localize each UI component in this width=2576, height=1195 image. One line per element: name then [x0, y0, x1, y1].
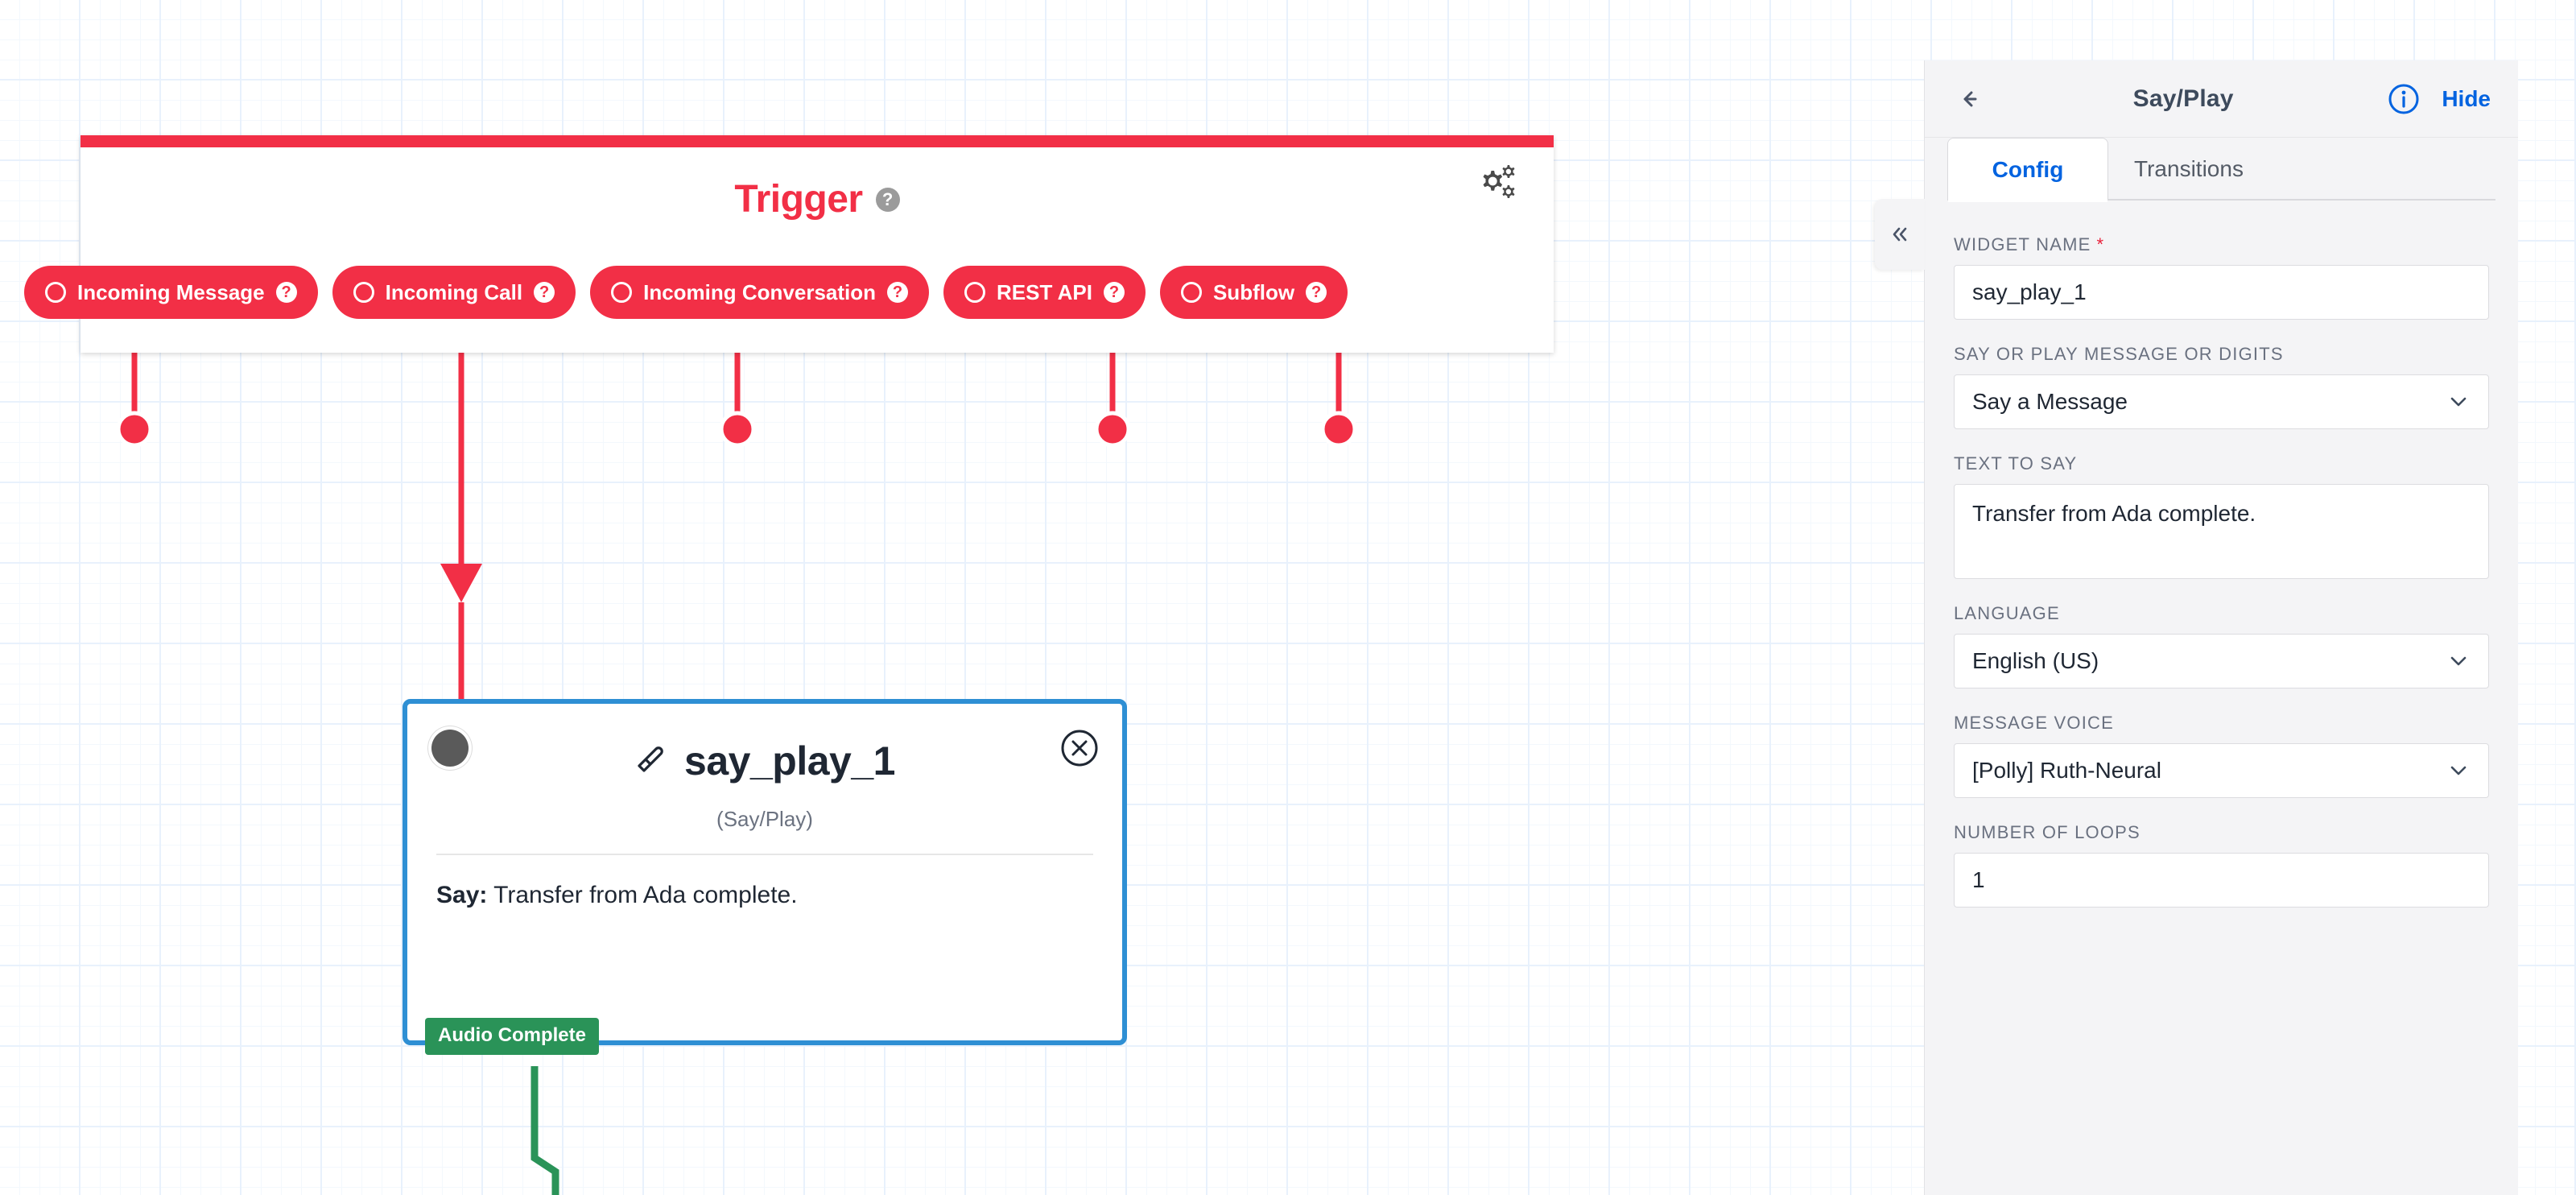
required-indicator: * — [2096, 234, 2105, 254]
node-body-text: Transfer from Ada complete. — [493, 882, 798, 908]
select-value: Say a Message — [1972, 389, 2128, 414]
trigger-chips: Incoming Message ? Incoming Call ? Incom… — [24, 266, 1348, 319]
field-widget-name: WIDGET NAME * say_play_1 — [1954, 234, 2489, 320]
select-value: English (US) — [1972, 648, 2099, 673]
trigger-title-row: Trigger ? — [80, 177, 1554, 221]
help-circle-icon[interactable]: ? — [534, 282, 555, 303]
node-body: Say: Transfer from Ada complete. — [436, 879, 1093, 912]
panel-collapse-button[interactable] — [1875, 199, 1925, 270]
widget-config-panel: Say/Play Hide Config Transitions WIDGET … — [1875, 60, 2518, 1195]
widget-name-input[interactable]: say_play_1 — [1954, 265, 2489, 320]
connector-endpoint-dot — [719, 411, 756, 448]
chip-label: Incoming Call — [385, 279, 523, 304]
field-label: LANGUAGE — [1954, 603, 2060, 623]
field-label: NUMBER OF LOOPS — [1954, 822, 2140, 842]
chevron-down-icon — [2446, 390, 2471, 414]
trigger-chip-incoming-conversation[interactable]: Incoming Conversation ? — [590, 266, 930, 319]
tab-transitions[interactable]: Transitions — [2134, 156, 2244, 181]
node-title: say_play_1 — [684, 738, 895, 784]
trigger-accent-bar — [80, 135, 1554, 147]
help-circle-icon[interactable]: ? — [887, 282, 909, 303]
node-type-label: (Say/Play) — [716, 807, 813, 831]
number-of-loops-input[interactable]: 1 — [1954, 853, 2489, 908]
trigger-chip-rest-api[interactable]: REST API ? — [943, 266, 1146, 319]
info-circle-icon[interactable] — [2387, 82, 2421, 116]
config-form: WIDGET NAME * say_play_1 SAY OR PLAY MES… — [1925, 201, 2518, 908]
field-say-or-play: SAY OR PLAY MESSAGE OR DIGITS Say a Mess… — [1954, 344, 2489, 429]
cogs-icon[interactable] — [1473, 161, 1518, 206]
hide-panel-button[interactable]: Hide — [2442, 85, 2491, 111]
chevron-down-icon — [2446, 649, 2471, 673]
label-text: WIDGET NAME — [1954, 234, 2091, 254]
connector-endpoint-dot — [1320, 411, 1357, 448]
say-or-play-select[interactable]: Say a Message — [1954, 374, 2489, 429]
connector-arrowhead — [440, 564, 482, 602]
trigger-chip-incoming-message[interactable]: Incoming Message ? — [24, 266, 318, 319]
connector-endpoint-dot — [116, 411, 153, 448]
field-text-to-say: TEXT TO SAY Transfer from Ada complete. — [1954, 453, 2489, 579]
double-chevron-left-icon — [1893, 227, 1907, 242]
message-voice-select[interactable]: [Polly] Ruth-Neural — [1954, 743, 2489, 798]
help-circle-icon[interactable]: ? — [875, 187, 900, 212]
chip-label: Incoming Message — [77, 279, 265, 304]
close-circle-icon[interactable] — [1059, 728, 1100, 768]
page-title: Trigger — [734, 178, 863, 221]
node-title-row: say_play_1 — [407, 738, 1122, 784]
chevron-down-icon — [2446, 759, 2471, 783]
trigger-chip-incoming-call[interactable]: Incoming Call ? — [332, 266, 576, 319]
connector-handle-icon[interactable] — [353, 282, 374, 303]
trigger-card[interactable]: Trigger ? — [80, 135, 1554, 353]
language-select[interactable]: English (US) — [1954, 634, 2489, 688]
text-to-say-textarea[interactable]: Transfer from Ada complete. — [1954, 484, 2489, 579]
tab-config[interactable]: Config — [1947, 138, 2108, 202]
panel-tabs: Config Transitions — [1925, 138, 2518, 202]
panel-header: Say/Play Hide — [1925, 60, 2518, 138]
node-connector-handle[interactable] — [431, 730, 469, 767]
select-value: [Polly] Ruth-Neural — [1972, 758, 2161, 783]
help-circle-icon[interactable]: ? — [1306, 282, 1327, 303]
node-body-prefix: Say: — [436, 882, 488, 908]
chip-label: REST API — [997, 279, 1092, 304]
field-language: LANGUAGE English (US) — [1954, 603, 2489, 688]
connector-handle-icon[interactable] — [1180, 282, 1202, 303]
field-message-voice: MESSAGE VOICE [Polly] Ruth-Neural — [1954, 713, 2489, 798]
chip-label: Incoming Conversation — [643, 279, 877, 304]
divider — [436, 854, 1093, 855]
connector-endpoint-dot — [1094, 411, 1131, 448]
transition-pill-audio-complete[interactable]: Audio Complete — [425, 1018, 599, 1055]
panel-title: Say/Play — [2132, 85, 2234, 112]
help-circle-icon[interactable]: ? — [275, 282, 297, 303]
help-circle-icon[interactable]: ? — [1103, 282, 1125, 303]
chip-label: Subflow — [1212, 279, 1295, 304]
megaphone-icon — [634, 742, 670, 781]
connector-audio-complete — [530, 1066, 559, 1195]
trigger-chip-subflow[interactable]: Subflow ? — [1159, 266, 1348, 319]
connector-handle-icon[interactable] — [45, 282, 66, 303]
connector-handle-icon[interactable] — [964, 282, 986, 303]
field-label: SAY OR PLAY MESSAGE OR DIGITS — [1954, 344, 2284, 364]
arrow-left-icon[interactable] — [1949, 81, 1984, 117]
widget-node-say-play-1[interactable]: say_play_1 (Say/Play) Say: Transfer from… — [402, 699, 1127, 1055]
field-label: MESSAGE VOICE — [1954, 713, 2114, 733]
field-number-of-loops: NUMBER OF LOOPS 1 — [1954, 822, 2489, 908]
field-label: TEXT TO SAY — [1954, 453, 2078, 473]
field-label: WIDGET NAME * — [1954, 234, 2489, 255]
connector-handle-icon[interactable] — [611, 282, 633, 303]
